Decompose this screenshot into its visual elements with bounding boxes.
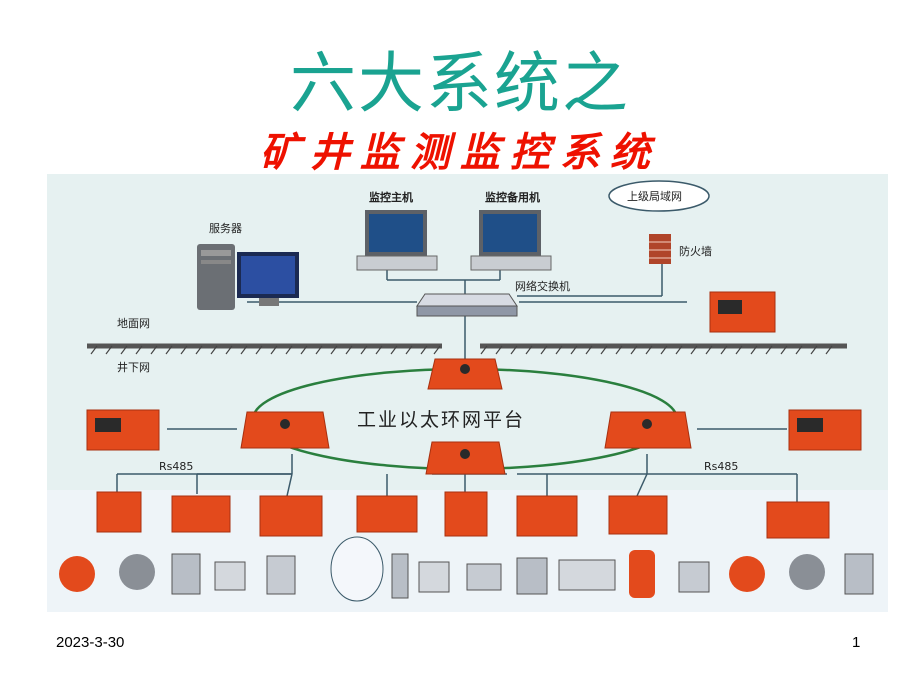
network-switch-icon (416, 293, 518, 317)
label-switch: 网络交换机 (515, 279, 570, 293)
substation-ring-top (427, 358, 503, 390)
slide-subtitle: 矿井监测监控系统 (260, 129, 660, 176)
sensor-row (59, 536, 874, 602)
backup-monitor-computer-icon (470, 210, 552, 271)
label-rs485-left: Rs485 (159, 460, 193, 473)
upper-lan-cloud-icon (608, 180, 710, 212)
substation-right (788, 409, 862, 451)
label-rs485-right: Rs485 (704, 460, 738, 473)
label-main-pc: 监控主机 (369, 190, 413, 204)
substation-left (86, 409, 160, 451)
sub-substation-row (96, 491, 830, 539)
label-surface-net: 地面网 (117, 317, 150, 330)
label-upper-lan: 上级局域网 (627, 190, 682, 203)
label-server: 服务器 (209, 222, 242, 235)
label-firewall: 防火墙 (679, 244, 712, 258)
substation-ring-left (240, 411, 330, 449)
server-icon (197, 244, 299, 310)
label-backup-pc: 监控备用机 (485, 190, 540, 204)
firewall-icon (649, 234, 671, 264)
label-ring-platform: 工业以太环网平台 (357, 409, 525, 431)
page-number: 1 (852, 634, 861, 651)
slide-title: 六大系统之 (290, 45, 630, 122)
divider-hatching (90, 345, 833, 355)
label-underground-net: 井下网 (117, 360, 150, 374)
footer-date: 2023-3-30 (56, 634, 125, 651)
main-monitor-computer-icon (356, 210, 438, 271)
substation-ring-right (604, 411, 692, 449)
substation-ring-bottom (425, 441, 506, 475)
network-diagram: 服务器 监控主机 监控备用机 上级局域网 防火墙 网络交换机 地面网 井下网 工… (47, 174, 888, 612)
substation-surface (709, 291, 776, 333)
